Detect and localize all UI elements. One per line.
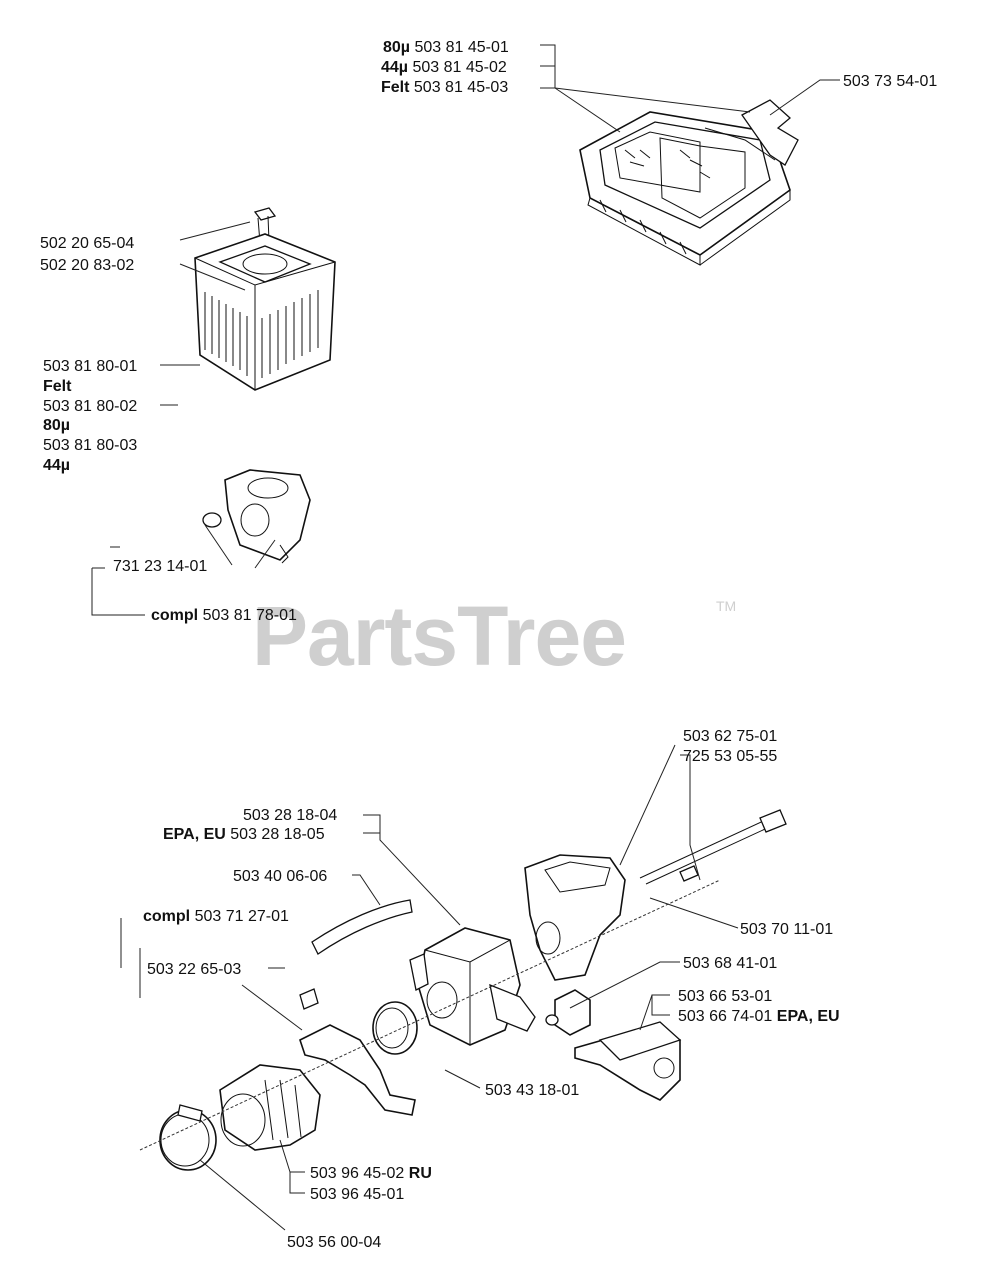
part-number: 503 66 74-01 — [678, 1008, 773, 1025]
label-bracket: 503 22 65-03 — [147, 961, 242, 978]
label-carb-2: EPA, EU 503 28 18-05 — [163, 825, 325, 844]
part-number: 503 81 45-03 — [413, 79, 509, 96]
label-nut: 502 20 83-02 — [40, 257, 135, 274]
label-cover-44u: 44µ 503 81 45-02 — [381, 58, 507, 77]
part-number: 503 81 45-01 — [414, 39, 509, 56]
label-bold: 80µ — [383, 39, 411, 56]
air-filter-cover-drawing — [579, 99, 799, 266]
label-cover-felt: Felt 503 81 45-03 — [381, 78, 508, 97]
label-filter-b: 503 81 80-02 — [43, 398, 138, 415]
label-intake-ru: 503 96 45-02 RU — [310, 1164, 432, 1183]
watermark-logo: PartsTree — [252, 589, 627, 683]
label-44u: 44µ — [43, 457, 71, 474]
part-number: 503 28 18-05 — [230, 826, 325, 843]
label-ring: 503 43 18-01 — [485, 1082, 580, 1099]
label-manifold: 503 62 75-01 — [683, 728, 778, 745]
label-bold: 44µ — [381, 59, 409, 76]
part-number: 503 81 45-02 — [412, 59, 507, 76]
leader-lines — [91, 44, 840, 1231]
part-number: 503 71 27-01 — [194, 908, 289, 925]
label-clamp: 503 56 00-04 — [287, 1234, 382, 1251]
label-filter-compl: compl 503 81 78-01 — [151, 606, 297, 625]
label-carb-1: 503 28 18-04 — [243, 807, 338, 824]
label-bold: RU — [408, 1165, 432, 1182]
watermark-trademark: TM — [716, 598, 737, 614]
label-filter-c: 503 81 80-03 — [43, 437, 138, 454]
label-carb-compl: compl 503 71 27-01 — [143, 907, 289, 926]
label-bold: Felt — [381, 79, 410, 96]
label-plug: 731 23 14-01 — [113, 558, 208, 575]
label-bold: EPA, EU — [163, 826, 226, 843]
label-bolt: 502 20 65-04 — [40, 235, 135, 252]
label-cover-side: 503 73 54-01 — [843, 73, 938, 90]
part-number: 503 96 45-02 — [310, 1165, 405, 1182]
label-bold: compl — [151, 607, 199, 624]
label-lever-2: 503 66 74-01 EPA, EU — [678, 1007, 840, 1026]
carburettor-assembly-drawing — [139, 809, 787, 1171]
label-screw: 725 53 05-55 — [683, 748, 778, 765]
label-bold: EPA, EU — [776, 1008, 840, 1025]
label-bold: compl — [143, 908, 191, 925]
label-lever-1: 503 66 53-01 — [678, 988, 773, 1005]
label-80u: 80µ — [43, 417, 71, 434]
part-number: 503 81 78-01 — [202, 607, 297, 624]
label-tube: 503 40 06-06 — [233, 868, 328, 885]
label-rod: 503 70 11-01 — [740, 921, 834, 938]
label-cover-80u: 80µ 503 81 45-01 — [383, 38, 509, 57]
label-felt: Felt — [43, 378, 72, 395]
label-intake: 503 96 45-01 — [310, 1186, 405, 1203]
label-knob: 503 68 41-01 — [683, 955, 778, 972]
label-filter-a: 503 81 80-01 — [43, 358, 138, 375]
filter-stack-drawing — [194, 207, 336, 564]
